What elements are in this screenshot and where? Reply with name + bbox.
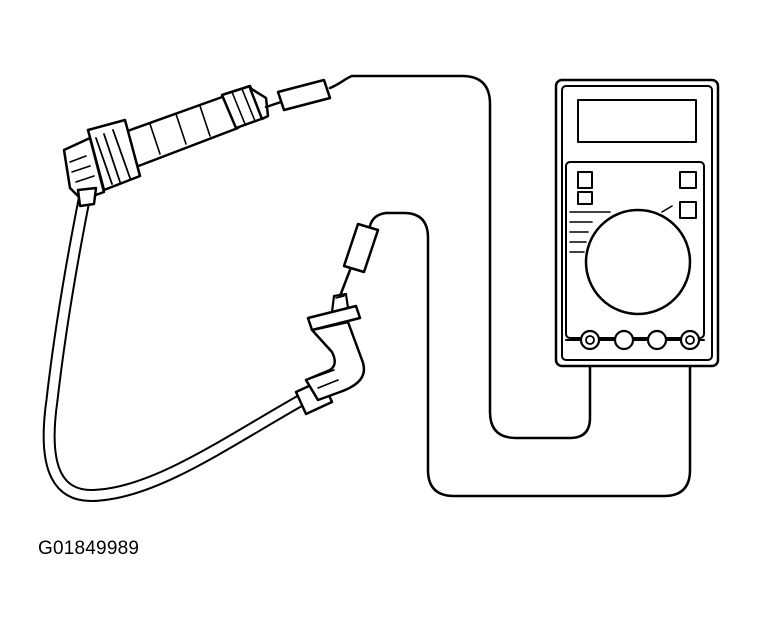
upper-test-probe — [264, 74, 354, 112]
figure-id-label: G01849989 — [38, 538, 140, 559]
spark-plug-wire-cable — [42, 183, 312, 503]
volt-ohm-jack — [679, 329, 701, 351]
amp-jack — [613, 329, 635, 351]
plug-end-boot — [294, 292, 366, 416]
range-button — [577, 171, 593, 189]
lower-test-probe — [338, 211, 388, 298]
digital-multimeter — [554, 78, 720, 368]
meter-display — [577, 99, 697, 143]
lower-lead-wire — [384, 211, 692, 498]
power-button — [679, 171, 697, 189]
rotary-selector-dial — [584, 208, 692, 316]
mode-button — [679, 201, 697, 219]
com-jack — [579, 329, 601, 351]
coil-end-boot — [62, 84, 270, 208]
hold-button — [577, 191, 593, 205]
milliamp-jack — [646, 329, 668, 351]
upper-lead-wire — [350, 74, 592, 440]
